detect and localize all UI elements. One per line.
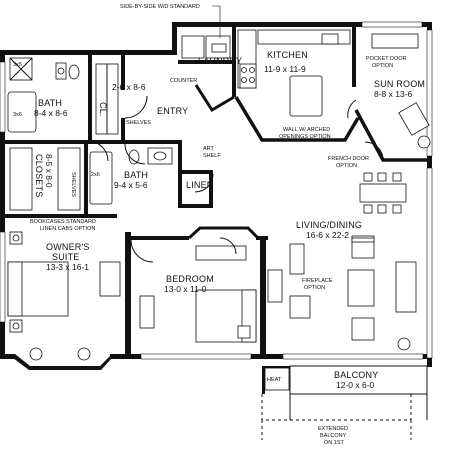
plan-notes: SIDE-BY-SIDE W/D STANDARD COUNTER SHELVE… [13, 4, 407, 446]
french-door-note-2: OPTION [336, 163, 357, 169]
fireplace-note-2: OPTION [304, 285, 325, 291]
bedroom-bay-wall [187, 226, 260, 240]
bath2-dims: 9-4 x 5-6 [114, 180, 148, 190]
coffee-table [347, 269, 375, 307]
dining-table [359, 183, 407, 203]
fireplace-note-1: FIREPLACE [302, 278, 333, 284]
bedroom-closet [195, 245, 247, 261]
kitchen-sink [321, 33, 339, 45]
fireplace [267, 269, 283, 303]
room-labels: LAUNDRY KITCHEN 11-9 x 11-9 SUN ROOM 8-8… [34, 50, 425, 390]
bedroom-dresser [139, 295, 155, 329]
art-shelf-note-1: ART [203, 146, 215, 152]
sunroom-desk [371, 33, 419, 49]
interior-walls [5, 27, 356, 394]
dresser-owners [99, 261, 121, 297]
tub-size-note: 3x6 [13, 112, 22, 118]
art-shelf-note-2: SHELF [203, 153, 221, 159]
balcony-railing [261, 365, 428, 440]
side-table [289, 243, 305, 275]
bath2-label: BATH [124, 170, 148, 180]
bathtub [7, 91, 37, 133]
toilet-master [68, 64, 80, 80]
balcony-label: BALCONY [334, 370, 378, 380]
bedroom-dims: 13-0 x 11-0 [164, 284, 207, 294]
pocket-door-note-2: OPTION [372, 63, 393, 69]
owners-label-1: OWNER'S [46, 242, 90, 252]
side-chair [289, 295, 311, 319]
pocket-door-note-1: POCKET DOOR [366, 56, 407, 62]
kitchen-dims: 11-9 x 11-9 [264, 64, 306, 74]
bath-master-label: BATH [38, 98, 62, 108]
kitchen-label: KITCHEN [267, 50, 308, 60]
door-swings [87, 95, 384, 263]
kitchen-angled-wall [234, 96, 360, 142]
owners-chair-1 [29, 347, 43, 361]
french-door-note-1: FRENCH DOOR [328, 156, 369, 162]
bookcases-note-1: BOOKCASES STANDARD [30, 219, 96, 225]
tub2-size-note: 2x6 [91, 172, 100, 178]
counter-note: COUNTER [170, 78, 197, 84]
shower-size-note: 3x5 [13, 62, 22, 68]
closet-entry-dims: 2-6 x 8-6 [112, 82, 146, 92]
heat-unit [264, 367, 290, 391]
plant-living [397, 337, 411, 351]
wall-arched-note-1: WALL W/ ARCHED [283, 127, 330, 133]
bathtub-2 [89, 151, 113, 205]
heat-note: HEAT [267, 377, 282, 383]
washer [181, 35, 205, 59]
fixtures [7, 29, 431, 391]
owners-label-2: SUITE [52, 252, 80, 262]
owners-chair-2 [77, 347, 91, 361]
sunroom-dims: 8-8 x 13-6 [374, 89, 413, 99]
balcony-dims: 12-0 x 6-0 [336, 380, 375, 390]
armchair-2 [351, 317, 375, 341]
closet-shelf-left [9, 147, 33, 211]
side-by-side-note: SIDE-BY-SIDE W/D STANDARD [120, 4, 200, 10]
sunroom-label: SUN ROOM [374, 79, 425, 89]
laundry-label: LAUNDRY [198, 56, 242, 66]
windows [0, 21, 433, 360]
sofa [395, 261, 417, 313]
closets-dims: 8-5 x 8-0 [44, 154, 54, 188]
extended-note-3: ON 1ST [324, 440, 345, 446]
kitchen-island [289, 75, 323, 117]
laundry-angled-wall [194, 84, 235, 113]
living-dims: 16-6 x 22-2 [306, 230, 349, 240]
linen-label: LINEN [186, 180, 214, 190]
living-label: LIVING/DINING [296, 220, 362, 230]
owners-dims: 13-3 x 16-1 [46, 262, 89, 272]
closets-label: CLOSETS [34, 154, 44, 197]
entry-label: ENTRY [157, 106, 188, 116]
sunroom-chair [398, 102, 430, 136]
shelves-entry-note: SHELVES [126, 120, 151, 126]
shelves-closet-note: SHELVES [70, 172, 76, 197]
extended-note-1: EXTENDED [318, 426, 348, 432]
closet-shelf-right [57, 147, 81, 211]
bath-master-dims: 8-4 x 8-6 [34, 108, 68, 118]
closet-entry-label: CL. [98, 102, 108, 117]
bookcases-note-2: LINEN CABS OPTION [40, 226, 95, 232]
plant-sunroom [417, 135, 431, 149]
extended-note-2: BALCONY [320, 433, 347, 439]
toilet-2 [128, 149, 140, 165]
bedroom-label: BEDROOM [166, 274, 214, 284]
wall-arched-note-2: OPENINGS OPTION [279, 134, 331, 140]
